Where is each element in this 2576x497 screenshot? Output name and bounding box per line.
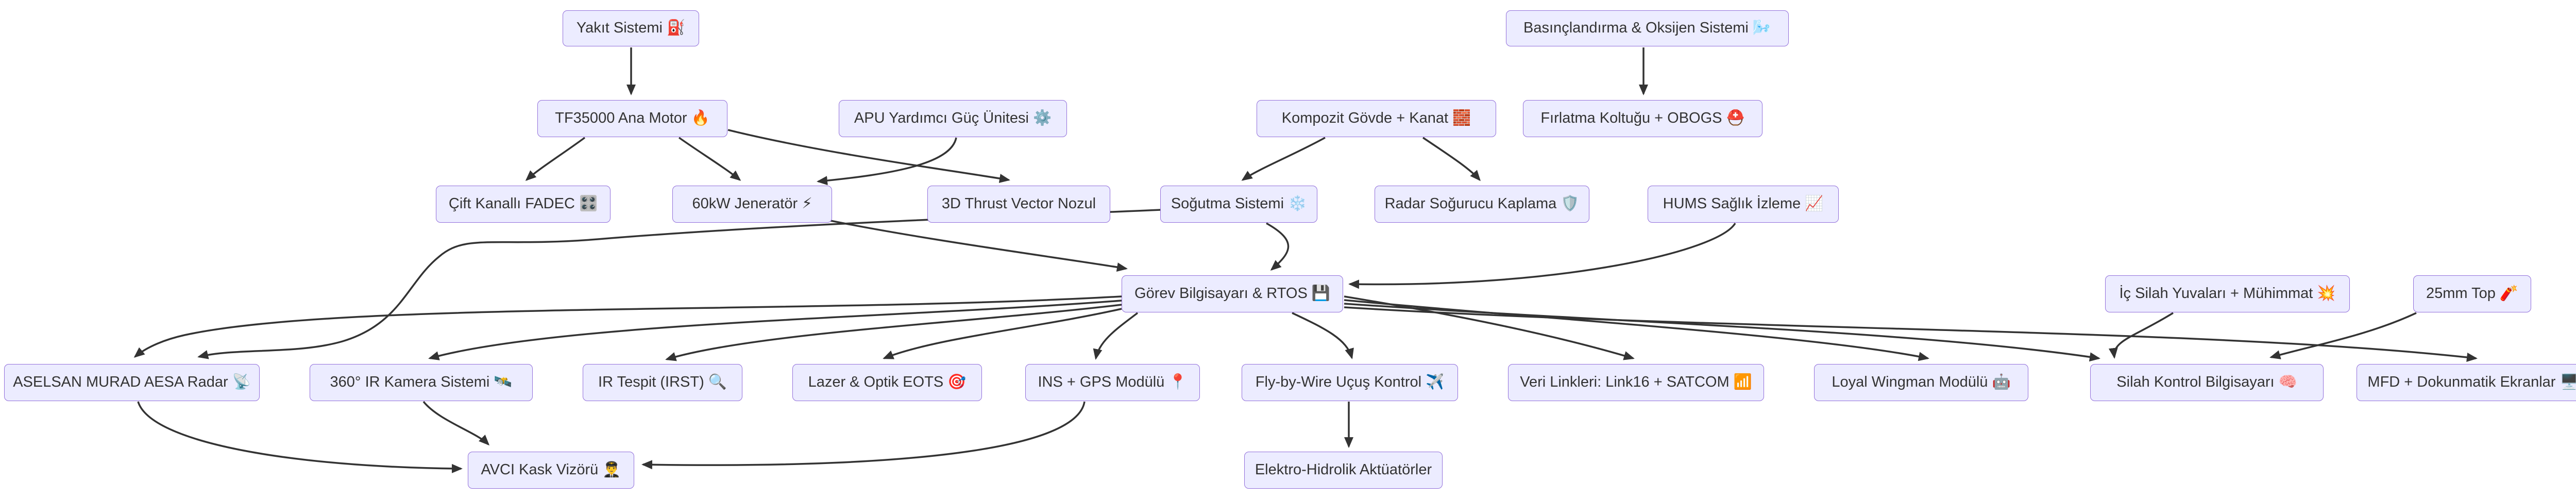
node-mfd-label: MFD + Dokunmatik Ekranlar 🖥️ xyxy=(2367,374,2576,391)
node-fadec: Çift Kanallı FADEC 🎛️ xyxy=(436,186,611,223)
node-silahk-label: Silah Kontrol Bilgisayarı 🧠 xyxy=(2116,374,2297,391)
edge-gorev-loyal xyxy=(1344,299,1929,361)
node-tf35000-label: TF35000 Ana Motor 🔥 xyxy=(555,110,710,127)
node-loyal: Loyal Wingman Modülü 🤖 xyxy=(1814,364,2028,401)
node-irst-label: IR Tespit (IRST) 🔍 xyxy=(598,374,727,391)
edge-gorev-ins xyxy=(1093,312,1139,360)
edge-top25-silahk xyxy=(2269,312,2417,359)
node-firlatma-label: Fırlatma Koltuğu + OBOGS ⛑️ xyxy=(1540,110,1745,127)
node-eots-label: Lazer & Optik EOTS 🎯 xyxy=(808,374,967,391)
node-loyal-label: Loyal Wingman Modülü 🤖 xyxy=(1832,374,2011,391)
node-aktuator-label: Elektro-Hidrolik Aktüatörler xyxy=(1255,461,1432,478)
node-aktuator: Elektro-Hidrolik Aktüatörler xyxy=(1244,452,1443,489)
edge-irkamera-avci xyxy=(422,401,490,446)
edge-sogutma-aselsan xyxy=(197,209,1161,359)
node-fadec-label: Çift Kanallı FADEC 🎛️ xyxy=(448,195,598,212)
node-top25: 25mm Top 🧨 xyxy=(2413,275,2531,312)
node-fbw-label: Fly-by-Wire Uçuş Kontrol ✈️ xyxy=(1255,374,1445,391)
node-nozul-label: 3D Thrust Vector Nozul xyxy=(941,195,1096,212)
node-aselsan-label: ASELSAN MURAD AESA Radar 📡 xyxy=(13,374,251,391)
edge-tf35000-nozul xyxy=(727,129,1010,183)
edge-gorev-mfd xyxy=(1344,306,2478,362)
node-icsilah: İç Silah Yuvaları + Mühimmat 💥 xyxy=(2105,275,2350,312)
node-jenerator-label: 60kW Jeneratör ⚡ xyxy=(692,195,812,212)
node-fbw: Fly-by-Wire Uçuş Kontrol ✈️ xyxy=(1242,364,1458,401)
edge-aselsan-avci xyxy=(137,401,463,473)
node-avci: AVCI Kask Vizörü 👨‍✈️ xyxy=(468,452,634,489)
node-silahk: Silah Kontrol Bilgisayarı 🧠 xyxy=(2090,364,2324,401)
node-icsilah-label: İç Silah Yuvaları + Mühimmat 💥 xyxy=(2119,285,2336,302)
node-hums: HUMS Sağlık İzleme 📈 xyxy=(1648,186,1839,223)
edge-icsilah-silahk xyxy=(2108,312,2174,359)
edge-gorev-irst xyxy=(665,304,1122,361)
edge-tf35000-fadec xyxy=(525,137,586,181)
node-irkamera-label: 360° IR Kamera Sistemi 🛰️ xyxy=(330,374,513,391)
edge-gorev-fbw xyxy=(1292,312,1354,359)
node-ins-label: INS + GPS Modülü 📍 xyxy=(1038,374,1188,391)
node-kompozit-label: Kompozit Gövde + Kanat 🧱 xyxy=(1281,110,1471,127)
edge-apu-jenerator xyxy=(817,137,957,186)
node-hums-label: HUMS Sağlık İzleme 📈 xyxy=(1663,195,1824,212)
node-apu-label: APU Yardımcı Güç Ünitesi ⚙️ xyxy=(854,110,1052,127)
edge-gorev-irkamera xyxy=(428,300,1122,360)
node-firlatma: Fırlatma Koltuğu + OBOGS ⛑️ xyxy=(1523,100,1762,137)
node-top25-label: 25mm Top 🧨 xyxy=(2426,285,2519,302)
edge-jenerator-gorev xyxy=(830,220,1128,272)
node-tf35000: TF35000 Ana Motor 🔥 xyxy=(537,100,727,137)
node-aselsan: ASELSAN MURAD AESA Radar 📡 xyxy=(4,364,260,401)
node-irkamera: 360° IR Kamera Sistemi 🛰️ xyxy=(310,364,533,401)
edge-kompozit-sogutma xyxy=(1241,137,1326,181)
node-jenerator: 60kW Jeneratör ⚡ xyxy=(672,186,832,223)
node-veri: Veri Linkleri: Link16 + SATCOM 📶 xyxy=(1508,364,1764,401)
edge-sogutma-gorev xyxy=(1266,222,1290,271)
node-gorev: Görev Bilgisayarı & RTOS 💾 xyxy=(1122,275,1343,312)
edge-hums-gorev xyxy=(1348,223,1736,289)
node-basinc: Basınçlandırma & Oksijen Sistemi 🌬️ xyxy=(1506,10,1789,46)
node-sogutma: Soğutma Sistemi ❄️ xyxy=(1160,186,1317,223)
node-avci-label: AVCI Kask Vizörü 👨‍✈️ xyxy=(481,461,621,478)
node-irst: IR Tespit (IRST) 🔍 xyxy=(583,364,742,401)
node-kaplama: Radar Soğurucu Kaplama 🛡️ xyxy=(1375,186,1589,223)
edge-gorev-aselsan xyxy=(133,295,1122,358)
node-basinc-label: Basınçlandırma & Oksijen Sistemi 🌬️ xyxy=(1523,20,1771,37)
edge-ins-avci xyxy=(641,401,1086,470)
node-kompozit: Kompozit Gövde + Kanat 🧱 xyxy=(1257,100,1496,137)
node-apu: APU Yardımcı Güç Ünitesi ⚙️ xyxy=(839,100,1067,137)
node-mfd: MFD + Dokunmatik Ekranlar 🖥️ xyxy=(2357,364,2576,401)
edge-gorev-eots xyxy=(883,308,1122,359)
edge-kompozit-kaplama xyxy=(1422,137,1481,181)
node-kaplama-label: Radar Soğurucu Kaplama 🛡️ xyxy=(1384,195,1580,212)
node-sogutma-label: Soğutma Sistemi ❄️ xyxy=(1171,195,1307,212)
edge-tf35000-jenerator xyxy=(678,137,741,181)
node-yakit-label: Yakıt Sistemi ⛽ xyxy=(576,20,686,37)
node-nozul: 3D Thrust Vector Nozul xyxy=(927,186,1110,223)
node-eots: Lazer & Optik EOTS 🎯 xyxy=(792,364,982,401)
node-yakit: Yakıt Sistemi ⛽ xyxy=(563,10,699,46)
node-veri-label: Veri Linkleri: Link16 + SATCOM 📶 xyxy=(1520,374,1752,391)
node-ins: INS + GPS Modülü 📍 xyxy=(1025,364,1200,401)
node-gorev-label: Görev Bilgisayarı & RTOS 💾 xyxy=(1134,285,1330,302)
edge-gorev-silahk xyxy=(1344,303,2100,362)
